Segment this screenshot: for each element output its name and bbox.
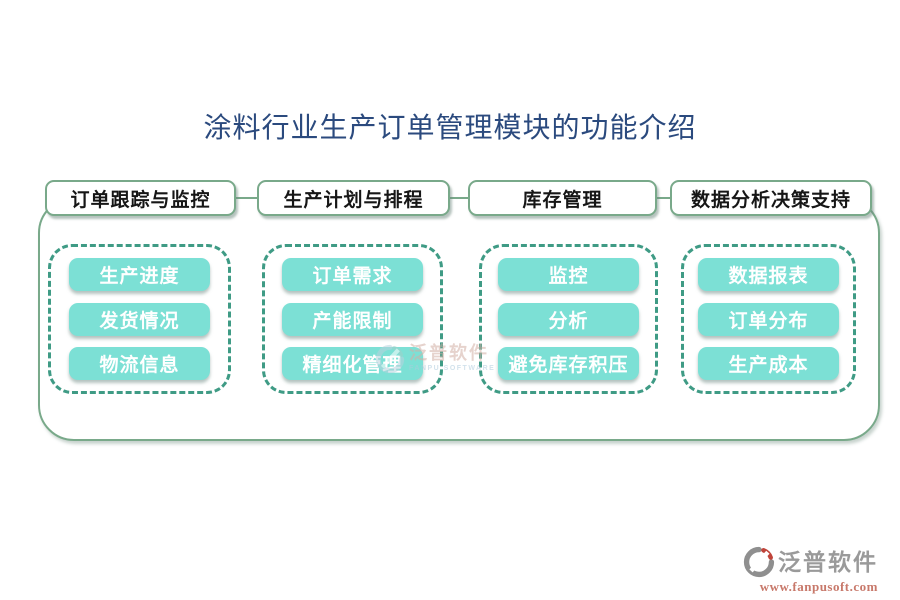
column-header-order-tracking: 订单跟踪与监控	[45, 180, 236, 216]
feature-item: 订单需求	[282, 258, 423, 292]
column-header-data-analysis: 数据分析决策支持	[670, 180, 872, 216]
feature-item: 生产进度	[69, 258, 210, 292]
column-header-production-planning: 生产计划与排程	[257, 180, 450, 216]
diagram-frame	[38, 197, 880, 441]
brand-url: www.fanpusoft.com	[759, 579, 878, 594]
feature-item: 产能限制	[282, 302, 423, 336]
group-data-analysis: 数据报表 订单分布 生产成本	[681, 244, 856, 394]
feature-item: 生产成本	[698, 346, 839, 380]
group-order-tracking: 生产进度 发货情况 物流信息	[48, 244, 231, 394]
feature-item: 数据报表	[698, 258, 839, 292]
brand-name: 泛普软件	[778, 549, 878, 575]
group-production-planning: 订单需求 产能限制 精细化管理	[262, 244, 443, 394]
feature-item: 发货情况	[69, 302, 210, 336]
feature-item: 监控	[498, 258, 639, 292]
feature-item: 订单分布	[698, 302, 839, 336]
brand-footer: 泛普软件 www.fanpusoft.com	[743, 546, 878, 593]
page-title: 涂料行业生产订单管理模块的功能介绍	[203, 113, 697, 144]
feature-item: 精细化管理	[282, 346, 423, 380]
fanpu-logo-icon	[743, 546, 775, 578]
feature-item: 物流信息	[69, 346, 210, 380]
feature-item: 避免库存积压	[498, 346, 639, 380]
group-inventory-management: 监控 分析 避免库存积压	[479, 244, 658, 394]
feature-item: 分析	[498, 302, 639, 336]
column-header-inventory-management: 库存管理	[468, 180, 657, 216]
